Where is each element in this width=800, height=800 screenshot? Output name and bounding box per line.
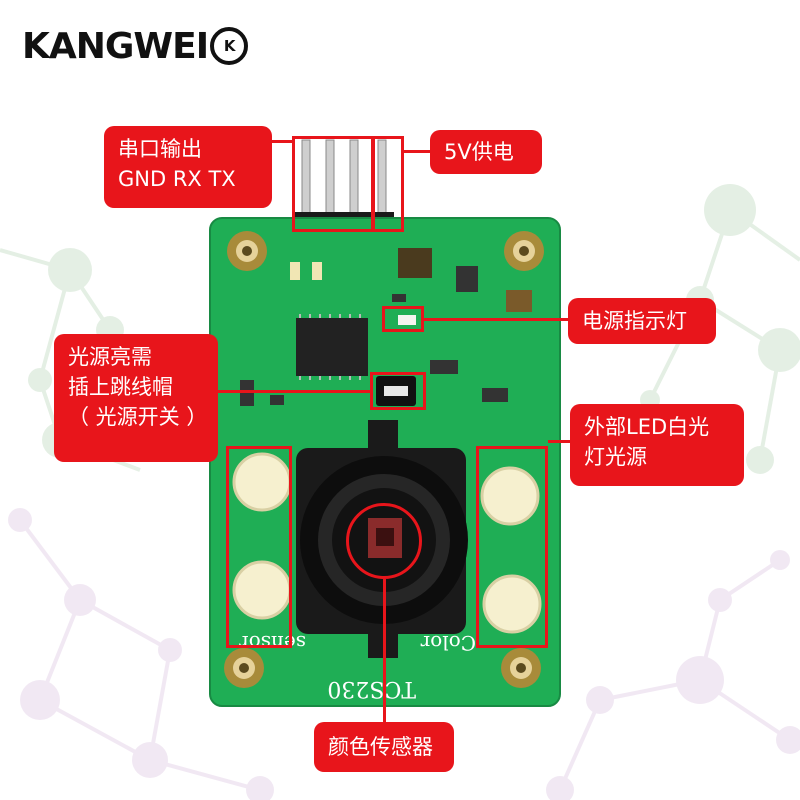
brand-name: KANGWEI [22, 25, 209, 67]
callout-light-jumper: 光源亮需 插上跳线帽 （ 光源开关 ） [54, 334, 218, 462]
callout-power-5v-text: 5V供电 [444, 140, 514, 164]
callout-power-5v: 5V供电 [430, 130, 542, 174]
callout-serial-line2: GND RX TX [118, 167, 236, 191]
callout-jumper-line1: 光源亮需 [68, 345, 152, 369]
leader-led [548, 440, 570, 443]
callout-serial-output: 串口输出 GND RX TX [104, 126, 272, 208]
callout-jumper-line2: 插上跳线帽 [68, 375, 173, 399]
white-led [232, 452, 542, 634]
mounting-hole [224, 231, 544, 688]
leader-sensor [383, 579, 386, 723]
callout-color-sensor: 颜色传感器 [314, 722, 454, 772]
callout-serial-line1: 串口输出 [118, 137, 202, 161]
silkscreen-sensor: sensor [239, 631, 306, 655]
callout-jumper-line3: （ 光源开关 ） [68, 405, 208, 429]
callout-power-indicator-text: 电源指示灯 [582, 309, 687, 333]
leader-5v [404, 150, 430, 153]
leader-indicator [424, 318, 568, 321]
callout-color-sensor-text: 颜色传感器 [328, 735, 433, 759]
callout-led-line2: 灯光源 [584, 445, 647, 469]
silkscreen-color: Color [420, 631, 476, 655]
ic-chip [296, 318, 368, 376]
pcb-board [209, 217, 561, 707]
callout-power-indicator: 电源指示灯 [568, 298, 716, 344]
silkscreen-chip: TCS230 [327, 676, 416, 701]
leader-serial [272, 140, 294, 143]
callout-external-led: 外部LED白光 灯光源 [570, 404, 744, 486]
callout-led-line1: 外部LED白光 [584, 415, 710, 439]
leader-jumper [216, 390, 370, 393]
brand-logo: KANGWEI K [22, 24, 249, 68]
brand-badge-icon: K [210, 27, 249, 65]
